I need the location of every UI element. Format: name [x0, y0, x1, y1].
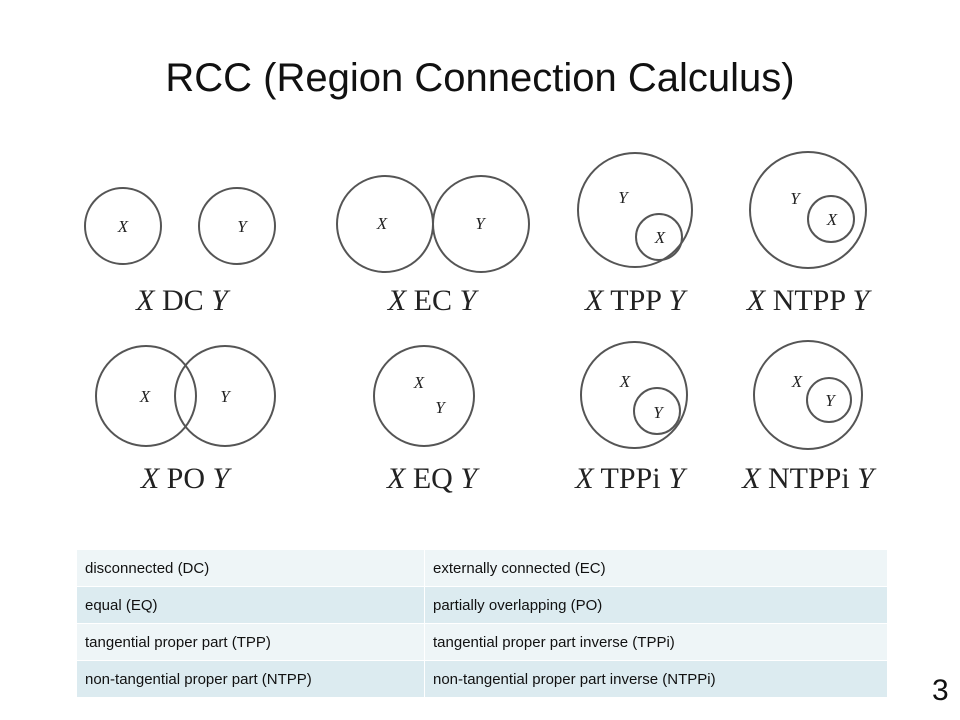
- caption-y: Y: [213, 462, 233, 495]
- caption-ec: X EC Y: [387, 284, 480, 317]
- region-y: [633, 387, 681, 435]
- label-x: X: [117, 217, 129, 236]
- region-x: [807, 195, 855, 243]
- caption-po: X PO Y: [140, 462, 233, 495]
- label-y: Y: [653, 403, 664, 422]
- table-row: non-tangential proper part (NTPP) non-ta…: [76, 660, 887, 697]
- relation-ntppi: X Y X NTPPi Y: [741, 340, 877, 495]
- label-x: X: [413, 373, 425, 392]
- relation-dc: X Y X DC Y: [84, 187, 276, 317]
- relation-ec: X Y X EC Y: [336, 175, 530, 317]
- caption-y: Y: [668, 462, 688, 495]
- caption-y: Y: [211, 284, 231, 317]
- label-y: Y: [790, 189, 801, 208]
- caption-rel: DC: [162, 284, 204, 317]
- page-number: 3: [932, 674, 949, 707]
- relation-tpp: Y X X TPP Y: [577, 152, 693, 317]
- caption-y: Y: [857, 462, 877, 495]
- relation-eq: X Y X EQ Y: [373, 345, 480, 495]
- caption-rel: TPPi: [601, 462, 661, 495]
- region-x: [84, 187, 162, 265]
- region-x: [95, 345, 197, 447]
- region-y: [432, 175, 530, 273]
- table-cell: non-tangential proper part inverse (NTPP…: [424, 660, 887, 697]
- table-cell: disconnected (DC): [76, 549, 425, 587]
- table-row: disconnected (DC) externally connected (…: [76, 549, 887, 587]
- label-x: X: [826, 210, 838, 229]
- table-row: equal (EQ) partially overlapping (PO): [76, 586, 887, 624]
- slide-title: RCC (Region Connection Calculus): [165, 56, 795, 100]
- table-cell: externally connected (EC): [424, 549, 887, 587]
- caption-x: X: [135, 284, 156, 317]
- label-x: X: [654, 228, 666, 247]
- region-x: [753, 340, 863, 450]
- label-y: Y: [220, 387, 231, 406]
- label-y: Y: [237, 217, 248, 236]
- table-cell: tangential proper part inverse (TPPi): [424, 623, 887, 661]
- caption-tpp: X TPP Y: [584, 284, 688, 317]
- region-y: [577, 152, 693, 268]
- caption-x: X: [386, 462, 407, 495]
- table-cell: non-tangential proper part (NTPP): [76, 660, 425, 697]
- caption-y: Y: [460, 462, 480, 495]
- relation-tppi: X Y X TPPi Y: [574, 341, 688, 495]
- label-y: Y: [435, 398, 446, 417]
- relation-ntpp: Y X X NTPP Y: [746, 151, 873, 317]
- table-cell: partially overlapping (PO): [424, 586, 887, 624]
- caption-y: Y: [852, 284, 872, 317]
- table-row: tangential proper part (TPP) tangential …: [76, 623, 887, 661]
- caption-rel: EC: [414, 284, 452, 317]
- relation-po: X Y X PO Y: [95, 345, 276, 495]
- label-y: Y: [618, 188, 629, 207]
- label-y: Y: [825, 391, 836, 410]
- caption-ntppi: X NTPPi Y: [741, 462, 877, 495]
- caption-y: Y: [459, 284, 479, 317]
- caption-eq: X EQ Y: [386, 462, 480, 495]
- region-xy: [373, 345, 475, 447]
- table-cell: equal (EQ): [76, 586, 425, 624]
- table-cell: tangential proper part (TPP): [76, 623, 425, 661]
- caption-dc: X DC Y: [135, 284, 231, 317]
- caption-ntpp: X NTPP Y: [746, 284, 873, 317]
- label-x: X: [791, 372, 803, 391]
- region-x: [580, 341, 688, 449]
- label-y: Y: [475, 214, 486, 233]
- rcc-relations-diagram: X Y X DC Y X Y X EC Y Y X X TPP Y Y X X …: [84, 151, 877, 495]
- caption-rel: TPP: [610, 284, 661, 317]
- region-y: [749, 151, 867, 269]
- caption-tppi: X TPPi Y: [574, 462, 688, 495]
- caption-rel: NTPPi: [768, 462, 850, 495]
- region-y: [174, 345, 276, 447]
- caption-x: X: [387, 284, 408, 317]
- region-y: [806, 377, 852, 423]
- label-x: X: [376, 214, 388, 233]
- caption-x: X: [584, 284, 605, 317]
- region-y: [198, 187, 276, 265]
- caption-rel: NTPP: [773, 284, 846, 317]
- caption-x: X: [741, 462, 762, 495]
- caption-y: Y: [668, 284, 688, 317]
- caption-rel: EQ: [413, 462, 453, 495]
- caption-x: X: [746, 284, 767, 317]
- relation-legend-table: disconnected (DC) externally connected (…: [76, 549, 887, 697]
- region-x: [635, 213, 683, 261]
- caption-rel: PO: [167, 462, 205, 495]
- label-x: X: [619, 372, 631, 391]
- label-x: X: [139, 387, 151, 406]
- caption-x: X: [140, 462, 161, 495]
- caption-x: X: [574, 462, 595, 495]
